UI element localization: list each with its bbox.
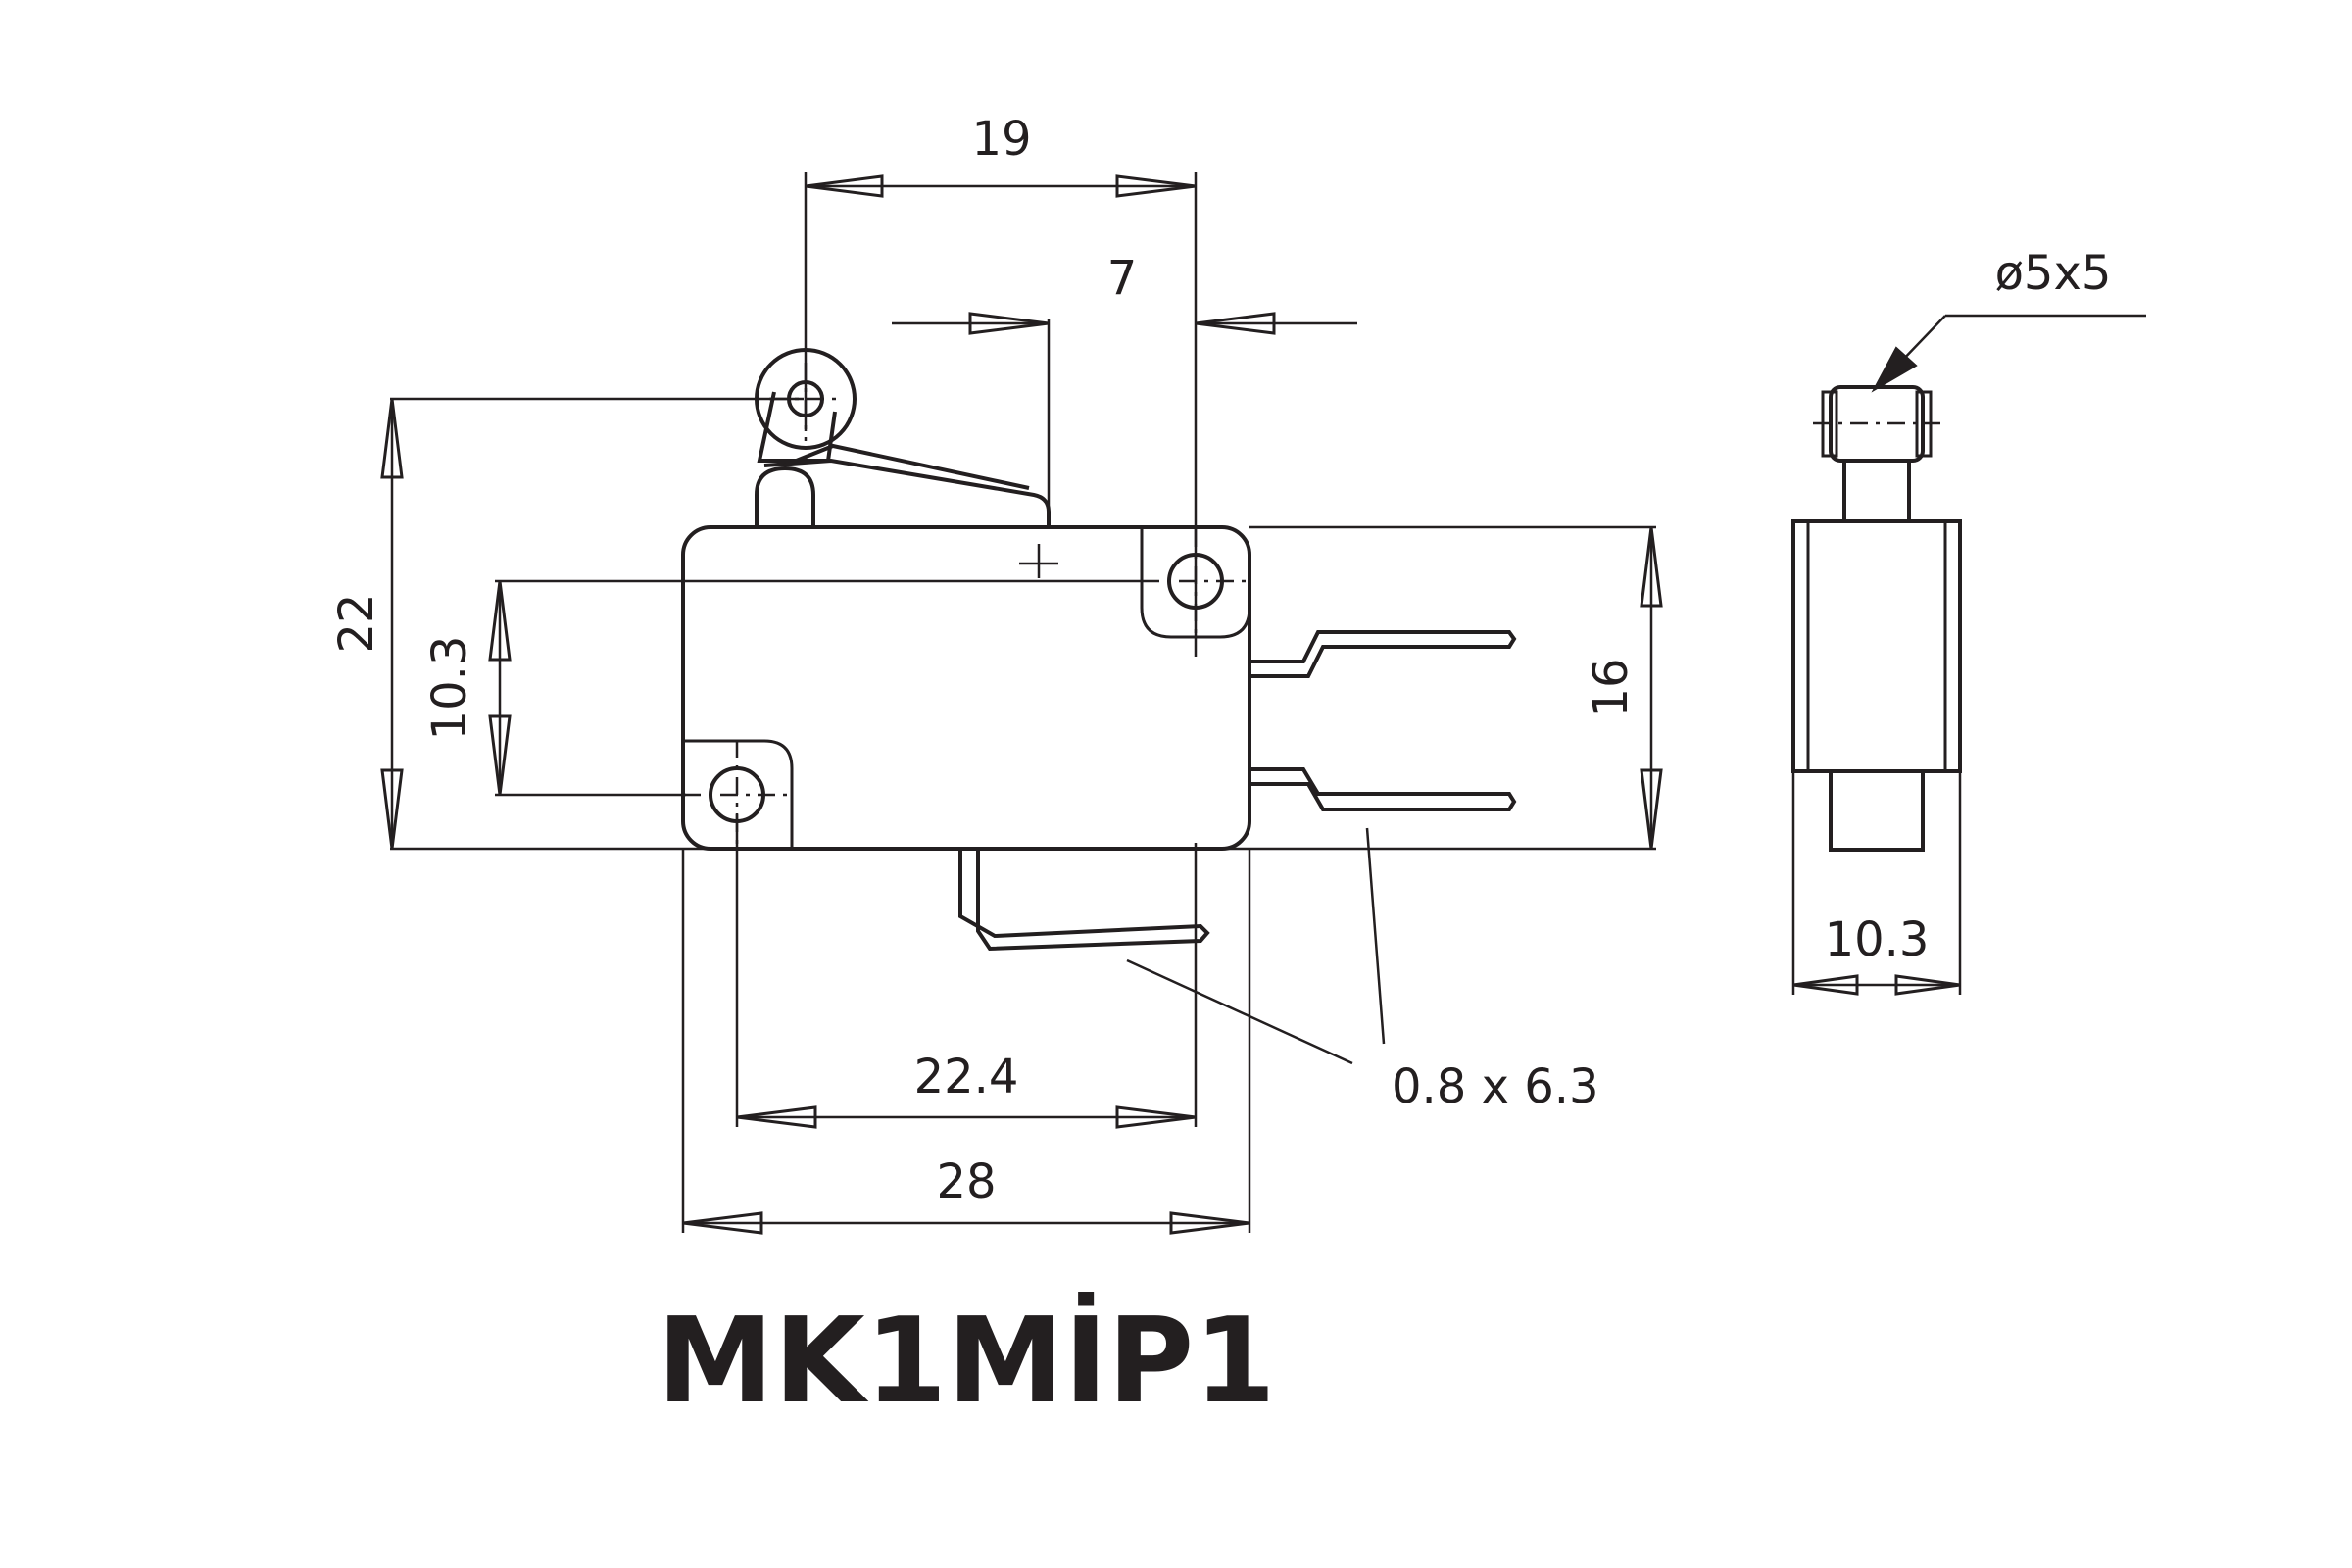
roller-size-label: ø5x5: [1995, 246, 2112, 301]
mounting-boss-bottom-left: [683, 739, 794, 849]
dim-10-3-label: 10.3: [422, 636, 477, 741]
terminal-upper: [1250, 630, 1517, 678]
side-plunger-housing: [1829, 769, 1925, 852]
lever-arm: [783, 443, 1030, 490]
dim-16-label: 16: [1584, 658, 1639, 717]
front-view: [681, 348, 1517, 952]
side-width-label: 10.3: [1825, 912, 1930, 967]
roller-bracket: [757, 391, 837, 463]
plunger: [755, 466, 815, 527]
part-number-title: MK1MİP1: [657, 1293, 1275, 1430]
dim-7-label: 7: [1107, 251, 1138, 306]
side-stem: [1842, 459, 1911, 523]
dim-22-label: 22: [329, 593, 384, 653]
switch-body: [681, 525, 1251, 851]
dim-19-label: 19: [971, 112, 1031, 167]
dim-22-4-label: 22.4: [914, 1050, 1019, 1104]
terminal-size-label: 0.8 x 6.3: [1392, 1059, 1599, 1114]
terminal-bottom: [958, 849, 1210, 952]
side-body: [1791, 519, 1962, 773]
dim-28-label: 28: [936, 1154, 996, 1209]
dimension-lines: [380, 172, 1663, 1235]
roller-lever: [763, 458, 1051, 529]
terminal-lower: [1250, 767, 1517, 811]
side-view: [1791, 314, 2146, 996]
